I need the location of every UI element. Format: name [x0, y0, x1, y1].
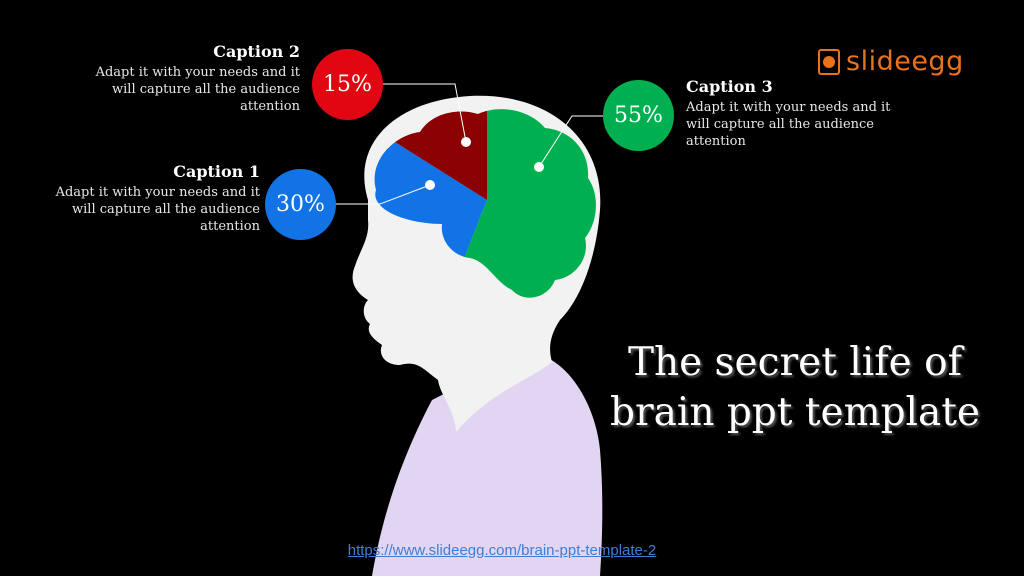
- caption-3-title: Caption 3: [686, 77, 773, 96]
- leader-line-3: [538, 115, 604, 168]
- caption-1: Caption 1 Adapt it with your needs and i…: [40, 162, 260, 235]
- leader-line-2: [383, 83, 467, 143]
- slideegg-logo-text: slideegg: [846, 46, 964, 77]
- caption-3: Caption 3 Adapt it with your needs and i…: [686, 77, 896, 150]
- marker-dot-3: [534, 162, 544, 172]
- slide-title: The secret life of brain ppt template: [600, 338, 990, 438]
- caption-2-text: Adapt it with your needs and it will cap…: [95, 65, 300, 114]
- shirt: [372, 358, 603, 576]
- slideegg-logo: slideegg: [818, 46, 964, 77]
- caption-2: Caption 2 Adapt it with your needs and i…: [80, 42, 300, 115]
- caption-1-title: Caption 1: [173, 162, 260, 181]
- bubble-caption-1: 30%: [265, 169, 336, 240]
- marker-dot-2: [461, 137, 471, 147]
- source-link[interactable]: https://www.slideegg.com/brain-ppt-templ…: [347, 542, 657, 559]
- bubble-caption-3: 55%: [603, 80, 674, 151]
- leader-line-1: [335, 184, 431, 205]
- caption-1-text: Adapt it with your needs and it will cap…: [55, 185, 260, 234]
- marker-dot-1: [425, 180, 435, 190]
- slide-title-line-1: The secret life of: [627, 340, 963, 385]
- caption-2-title: Caption 2: [213, 42, 300, 61]
- bubble-caption-2: 15%: [312, 49, 383, 120]
- caption-3-text: Adapt it with your needs and it will cap…: [686, 100, 891, 149]
- slideegg-logo-icon: [818, 48, 840, 75]
- slide-title-line-2: brain ppt template: [609, 390, 981, 435]
